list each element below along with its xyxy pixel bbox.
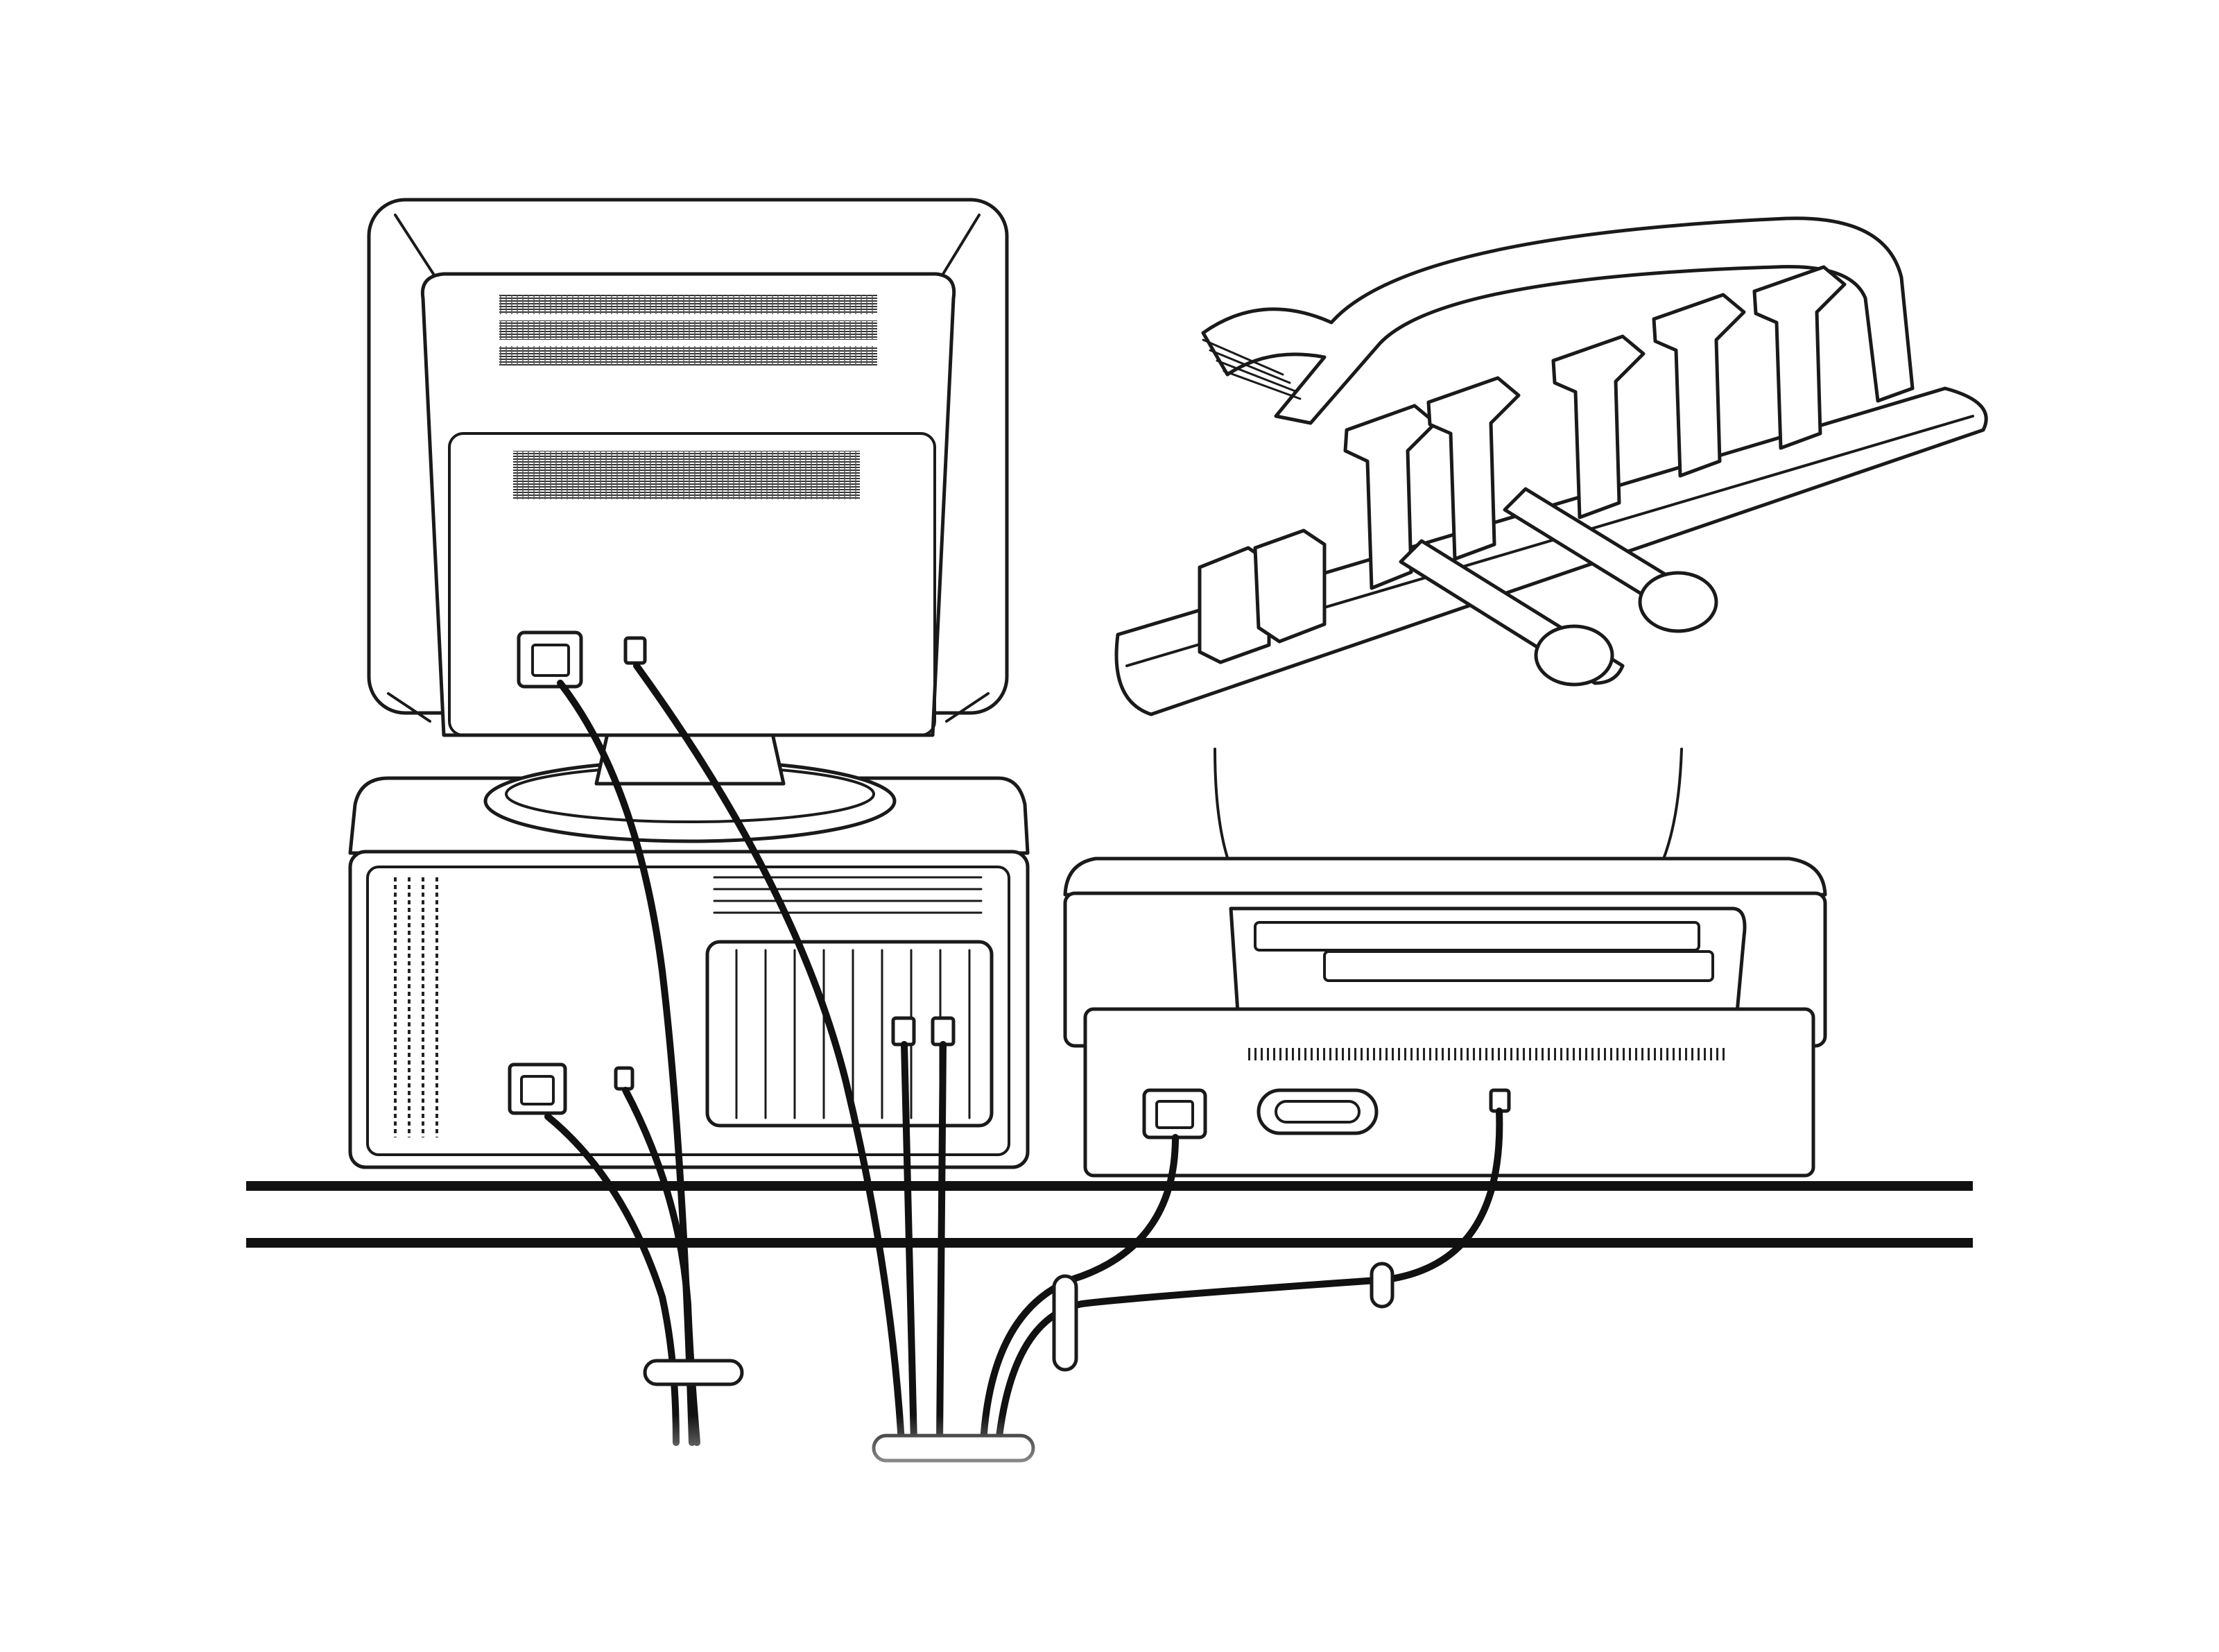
computer-port-b-icon: [931, 1016, 956, 1047]
crt-monitor-rear-icon: [367, 198, 1009, 843]
monitor-power-port-icon: [517, 630, 583, 689]
case-top-grille: [713, 876, 983, 914]
computer-power-port-icon: [508, 1062, 567, 1115]
computer-port-a-icon: [891, 1016, 916, 1047]
monitor-upper-vents: [499, 295, 877, 365]
organizer-clips: [1198, 265, 1847, 664]
organizer-held-cables: [1399, 487, 1718, 687]
printer-rear-icon: [1063, 748, 1827, 1178]
computer-small-port-icon: [614, 1066, 634, 1091]
cable-organizer-clip-strip-icon: [1114, 216, 1988, 716]
printer-power-port-icon: [1142, 1088, 1207, 1139]
cable-fade: [624, 1415, 1040, 1512]
desk-edge-icon: [246, 1181, 1973, 1248]
cables: [544, 662, 1503, 1446]
monitor-lower-vents: [513, 451, 860, 499]
monitor-signal-port-icon: [623, 636, 647, 665]
case-side-vents: [394, 877, 438, 1137]
